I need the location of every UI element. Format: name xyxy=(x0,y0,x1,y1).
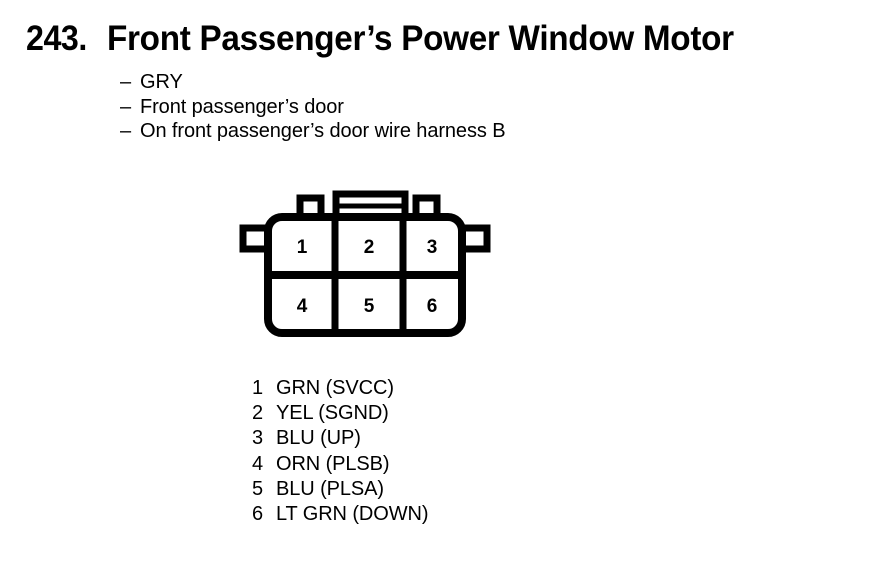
pin-legend-number: 4 xyxy=(252,452,264,475)
pin-cell-6: 6 xyxy=(427,296,438,317)
page-title-number: 243. xyxy=(26,19,87,58)
dash-icon: – xyxy=(120,120,132,142)
list-item-label: Front passenger’s door xyxy=(140,95,344,118)
pin-cell-3: 3 xyxy=(427,237,438,258)
pin-legend-label: LT GRN (DOWN) xyxy=(276,503,429,526)
pin-legend-number: 5 xyxy=(252,477,264,500)
pin-legend-number: 1 xyxy=(252,377,264,399)
connector-svg: 1 2 3 4 5 6 xyxy=(239,190,491,337)
pin-legend-row: 1 GRN (SVCC) xyxy=(252,376,428,401)
page-title-text: Front Passenger’s Power Window Motor xyxy=(107,19,734,58)
pin-legend-label: BLU (UP) xyxy=(276,427,361,450)
pin-cell-5: 5 xyxy=(364,296,375,317)
pin-legend-number: 3 xyxy=(252,427,264,450)
pin-cell-4: 4 xyxy=(297,296,308,317)
pin-legend-label: GRN (SVCC) xyxy=(276,377,394,399)
list-item: –GRY xyxy=(120,70,505,95)
dash-icon: – xyxy=(120,71,132,93)
pin-legend-label: ORN (PLSB) xyxy=(276,452,390,475)
pin-legend-row: 5 BLU (PLSA) xyxy=(252,477,428,502)
pin-legend-row: 3 BLU (UP) xyxy=(252,426,428,451)
pin-cell-1: 1 xyxy=(297,237,308,258)
list-item-label: GRY xyxy=(140,71,183,93)
pin-legend-row: 2 YEL (SGND) xyxy=(252,401,428,426)
left-side-ear xyxy=(239,224,268,253)
pin-legend: 1 GRN (SVCC) 2 YEL (SGND) 3 BLU (UP) 4 ORN (… xyxy=(252,376,429,527)
connector-diagram: 1 2 3 4 5 6 xyxy=(235,188,495,348)
pin-cell-2: 2 xyxy=(364,237,375,258)
pin-legend-label: BLU (PLSA) xyxy=(276,477,384,500)
pin-legend-label: YEL (SGND) xyxy=(276,402,389,425)
page-title: 243. Front Passenger’s Power Window Moto… xyxy=(26,19,767,59)
list-item: –On front passenger’s door wire harness … xyxy=(120,119,506,144)
list-item: –Front passenger’s door xyxy=(120,95,505,120)
list-item-label: On front passenger’s door wire harness B xyxy=(140,120,506,142)
pin-legend-number: 2 xyxy=(252,402,264,425)
pin-legend-row: 4 ORN (PLSB) xyxy=(252,452,428,477)
pin-legend-row: 6 LT GRN (DOWN) xyxy=(252,502,429,527)
description-list: –GRY –Front passenger’s door –On front p… xyxy=(120,70,506,144)
pin-legend-number: 6 xyxy=(252,503,264,526)
dash-icon: – xyxy=(120,95,132,118)
right-side-ear xyxy=(462,224,491,253)
